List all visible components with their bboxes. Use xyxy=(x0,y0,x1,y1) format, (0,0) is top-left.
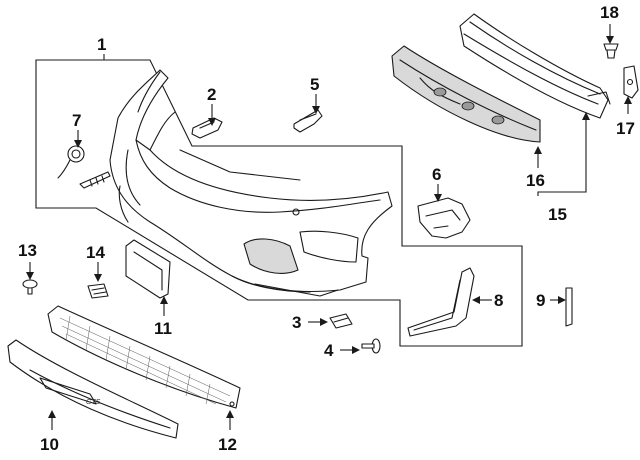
callout-17: 17 xyxy=(616,119,635,138)
bracket-6 xyxy=(417,197,471,239)
clip-14 xyxy=(87,283,109,299)
callout-7: 7 xyxy=(72,111,81,130)
clip-3 xyxy=(329,313,353,329)
screw-4 xyxy=(361,338,381,354)
callout-2: 2 xyxy=(207,85,216,104)
tow-hook-cover-7 xyxy=(57,145,111,189)
callout-16: 16 xyxy=(526,171,545,190)
callout-8: 8 xyxy=(494,291,503,310)
callout-11: 11 xyxy=(154,319,172,338)
callout-13: 13 xyxy=(18,241,37,260)
push-pin-13 xyxy=(22,279,38,295)
side-bracket-2 xyxy=(191,117,223,139)
callout-4: 4 xyxy=(324,341,334,360)
callout-18: 18 xyxy=(600,3,619,22)
callout-10: 10 xyxy=(40,435,59,454)
bracket-5 xyxy=(293,109,323,133)
bumper-cover xyxy=(109,69,393,297)
callout-6: 6 xyxy=(432,165,441,184)
callout-5: 5 xyxy=(310,75,319,94)
trim-8 xyxy=(407,267,475,337)
callout-15: 15 xyxy=(548,205,567,224)
clip-18 xyxy=(603,43,619,59)
callout-12: 12 xyxy=(218,435,237,454)
callout-1: 1 xyxy=(97,35,106,54)
license-bracket-11 xyxy=(125,239,171,299)
reinforcement-bar-15 xyxy=(459,13,611,119)
spoiler-badge: GTS xyxy=(86,399,101,406)
callout-14: 14 xyxy=(86,243,105,262)
callout-9: 9 xyxy=(536,291,545,310)
energy-absorber-16 xyxy=(391,45,541,143)
grille-12 xyxy=(47,305,241,409)
assembly-frame xyxy=(35,59,523,347)
spoiler-10: GTS xyxy=(7,339,179,439)
leaders xyxy=(26,24,632,430)
callout-3: 3 xyxy=(292,313,301,332)
plate-17 xyxy=(623,65,639,99)
strip-9 xyxy=(565,287,573,327)
